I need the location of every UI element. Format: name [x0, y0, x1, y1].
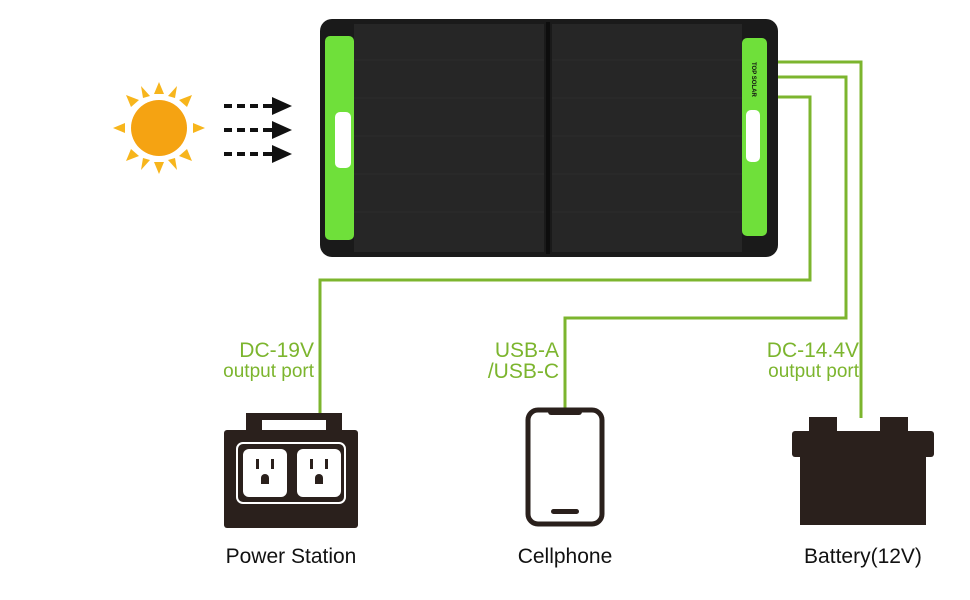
sun-icon — [113, 82, 205, 174]
car-battery-icon — [792, 417, 934, 525]
power-station-icon — [224, 413, 358, 528]
port-type-alt: /USB-C — [487, 360, 559, 383]
brand-logo: TOP SOLAR — [750, 62, 756, 97]
sunlight-arrows-icon — [224, 97, 292, 163]
port-voltage: DC-19V — [239, 339, 314, 362]
port-desc: output port — [768, 361, 859, 382]
port-label-dc19v: DC-19V output port — [223, 340, 314, 382]
wire-cellphone — [563, 75, 848, 410]
cellphone-icon — [525, 407, 605, 527]
port-type: USB-A — [494, 339, 559, 362]
device-label-power-station: Power Station — [225, 545, 357, 568]
port-label-dc14v: DC-14.4V output port — [767, 340, 859, 382]
device-label-battery: Battery(12V) — [804, 545, 922, 568]
device-label-cellphone: Cellphone — [517, 545, 613, 568]
port-voltage: DC-14.4V — [766, 339, 859, 362]
wire-battery — [770, 60, 863, 418]
wires — [318, 60, 863, 418]
solar-panel: TOP SOLAR — [320, 19, 778, 257]
wire-power-station — [318, 95, 812, 414]
port-label-usb: USB-A /USB-C — [487, 339, 559, 383]
port-desc: output port — [223, 361, 314, 382]
